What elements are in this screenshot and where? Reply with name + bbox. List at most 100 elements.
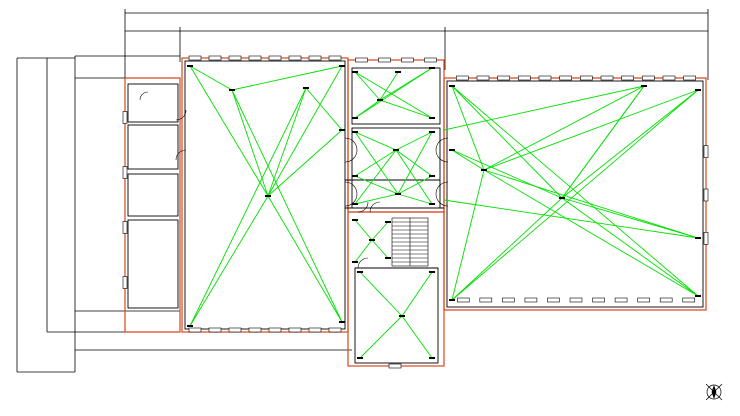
window <box>401 57 414 63</box>
window <box>703 145 709 158</box>
sensor-node <box>339 129 345 131</box>
window <box>662 75 676 81</box>
sensor-node <box>369 239 375 241</box>
sensor-node <box>352 131 358 133</box>
window <box>659 297 673 303</box>
main-hall-outline <box>184 60 346 330</box>
coverage-line <box>371 221 389 241</box>
sensor-node <box>352 117 358 119</box>
window <box>476 75 490 81</box>
window <box>122 221 128 234</box>
coverage-line <box>379 99 433 119</box>
coverage-line <box>189 65 269 197</box>
window <box>228 327 242 333</box>
sensor-node <box>429 357 435 359</box>
window <box>288 327 302 333</box>
window <box>122 276 128 289</box>
sensor-node <box>395 71 401 73</box>
coverage-line <box>451 197 563 301</box>
coverage-line <box>451 169 485 301</box>
sensor-node <box>429 203 435 205</box>
right-hall-outline <box>446 80 704 308</box>
staircase <box>391 217 429 267</box>
coverage-line <box>561 89 699 199</box>
coverage-line <box>354 239 373 263</box>
sensor-node <box>187 65 193 67</box>
sensor-node <box>352 175 358 177</box>
window <box>122 111 128 124</box>
sensor-node <box>695 237 701 239</box>
sensor-node <box>449 149 455 151</box>
sensor-node <box>429 271 435 273</box>
sensor-node <box>339 321 345 323</box>
sensor-node <box>399 315 405 317</box>
sensor-node <box>352 71 358 73</box>
coverage-line <box>443 199 699 239</box>
coverage-line <box>359 271 403 317</box>
window <box>614 297 628 303</box>
window <box>547 297 560 303</box>
coverage-line <box>371 239 389 259</box>
inner-outlines <box>127 60 704 364</box>
sensor-node <box>229 89 235 91</box>
window <box>569 297 583 303</box>
coverage-line <box>354 67 433 119</box>
window <box>580 75 593 81</box>
coverage-line <box>443 85 645 131</box>
window <box>683 75 696 81</box>
sensor-node <box>187 325 193 327</box>
door-swing <box>357 257 369 269</box>
door-swing <box>175 149 187 161</box>
sensor-node <box>429 175 435 177</box>
window <box>502 297 515 303</box>
window <box>524 297 538 303</box>
coverage-line <box>354 193 399 205</box>
window <box>497 75 510 81</box>
sensor-node <box>357 271 363 273</box>
sensor-node <box>429 117 435 119</box>
door-swing <box>435 181 449 207</box>
window <box>188 55 202 61</box>
door-swing <box>175 109 187 121</box>
window <box>378 57 391 63</box>
window <box>424 57 437 63</box>
window <box>456 297 470 303</box>
coverage-line <box>267 65 343 197</box>
coverage-line <box>354 131 397 151</box>
upper-room-outline <box>351 67 441 125</box>
window <box>208 327 222 333</box>
coverage-line <box>395 131 433 151</box>
coverage-line <box>354 219 373 241</box>
sensor-node <box>303 87 309 89</box>
sensor-node <box>352 203 358 205</box>
coverage-line <box>267 195 343 323</box>
window <box>268 327 282 333</box>
coverage-line <box>561 197 699 297</box>
coverage-line <box>483 85 645 171</box>
sensor-nodes <box>187 65 701 359</box>
window <box>703 232 709 245</box>
sensor-node <box>481 169 487 171</box>
sensor-node <box>357 357 363 359</box>
restroom-outline <box>127 83 179 123</box>
coverage-line <box>451 149 485 171</box>
coverage-line <box>401 315 433 359</box>
left-small-room-outline <box>127 124 179 170</box>
windows <box>122 55 709 369</box>
coverage-line <box>451 85 563 199</box>
north-arrow-icon <box>705 383 723 401</box>
window <box>559 75 572 81</box>
window <box>703 188 709 202</box>
coverage-line <box>189 65 233 91</box>
window <box>248 55 262 61</box>
sensor-node <box>393 149 399 151</box>
coverage-lines <box>189 65 699 359</box>
sensor-node <box>429 67 435 69</box>
coverage-line <box>354 149 397 205</box>
coverage-line <box>305 87 343 131</box>
coverage-line <box>451 85 699 297</box>
right-hall-wall <box>443 77 707 311</box>
window <box>308 55 322 61</box>
sensor-node <box>449 299 455 301</box>
